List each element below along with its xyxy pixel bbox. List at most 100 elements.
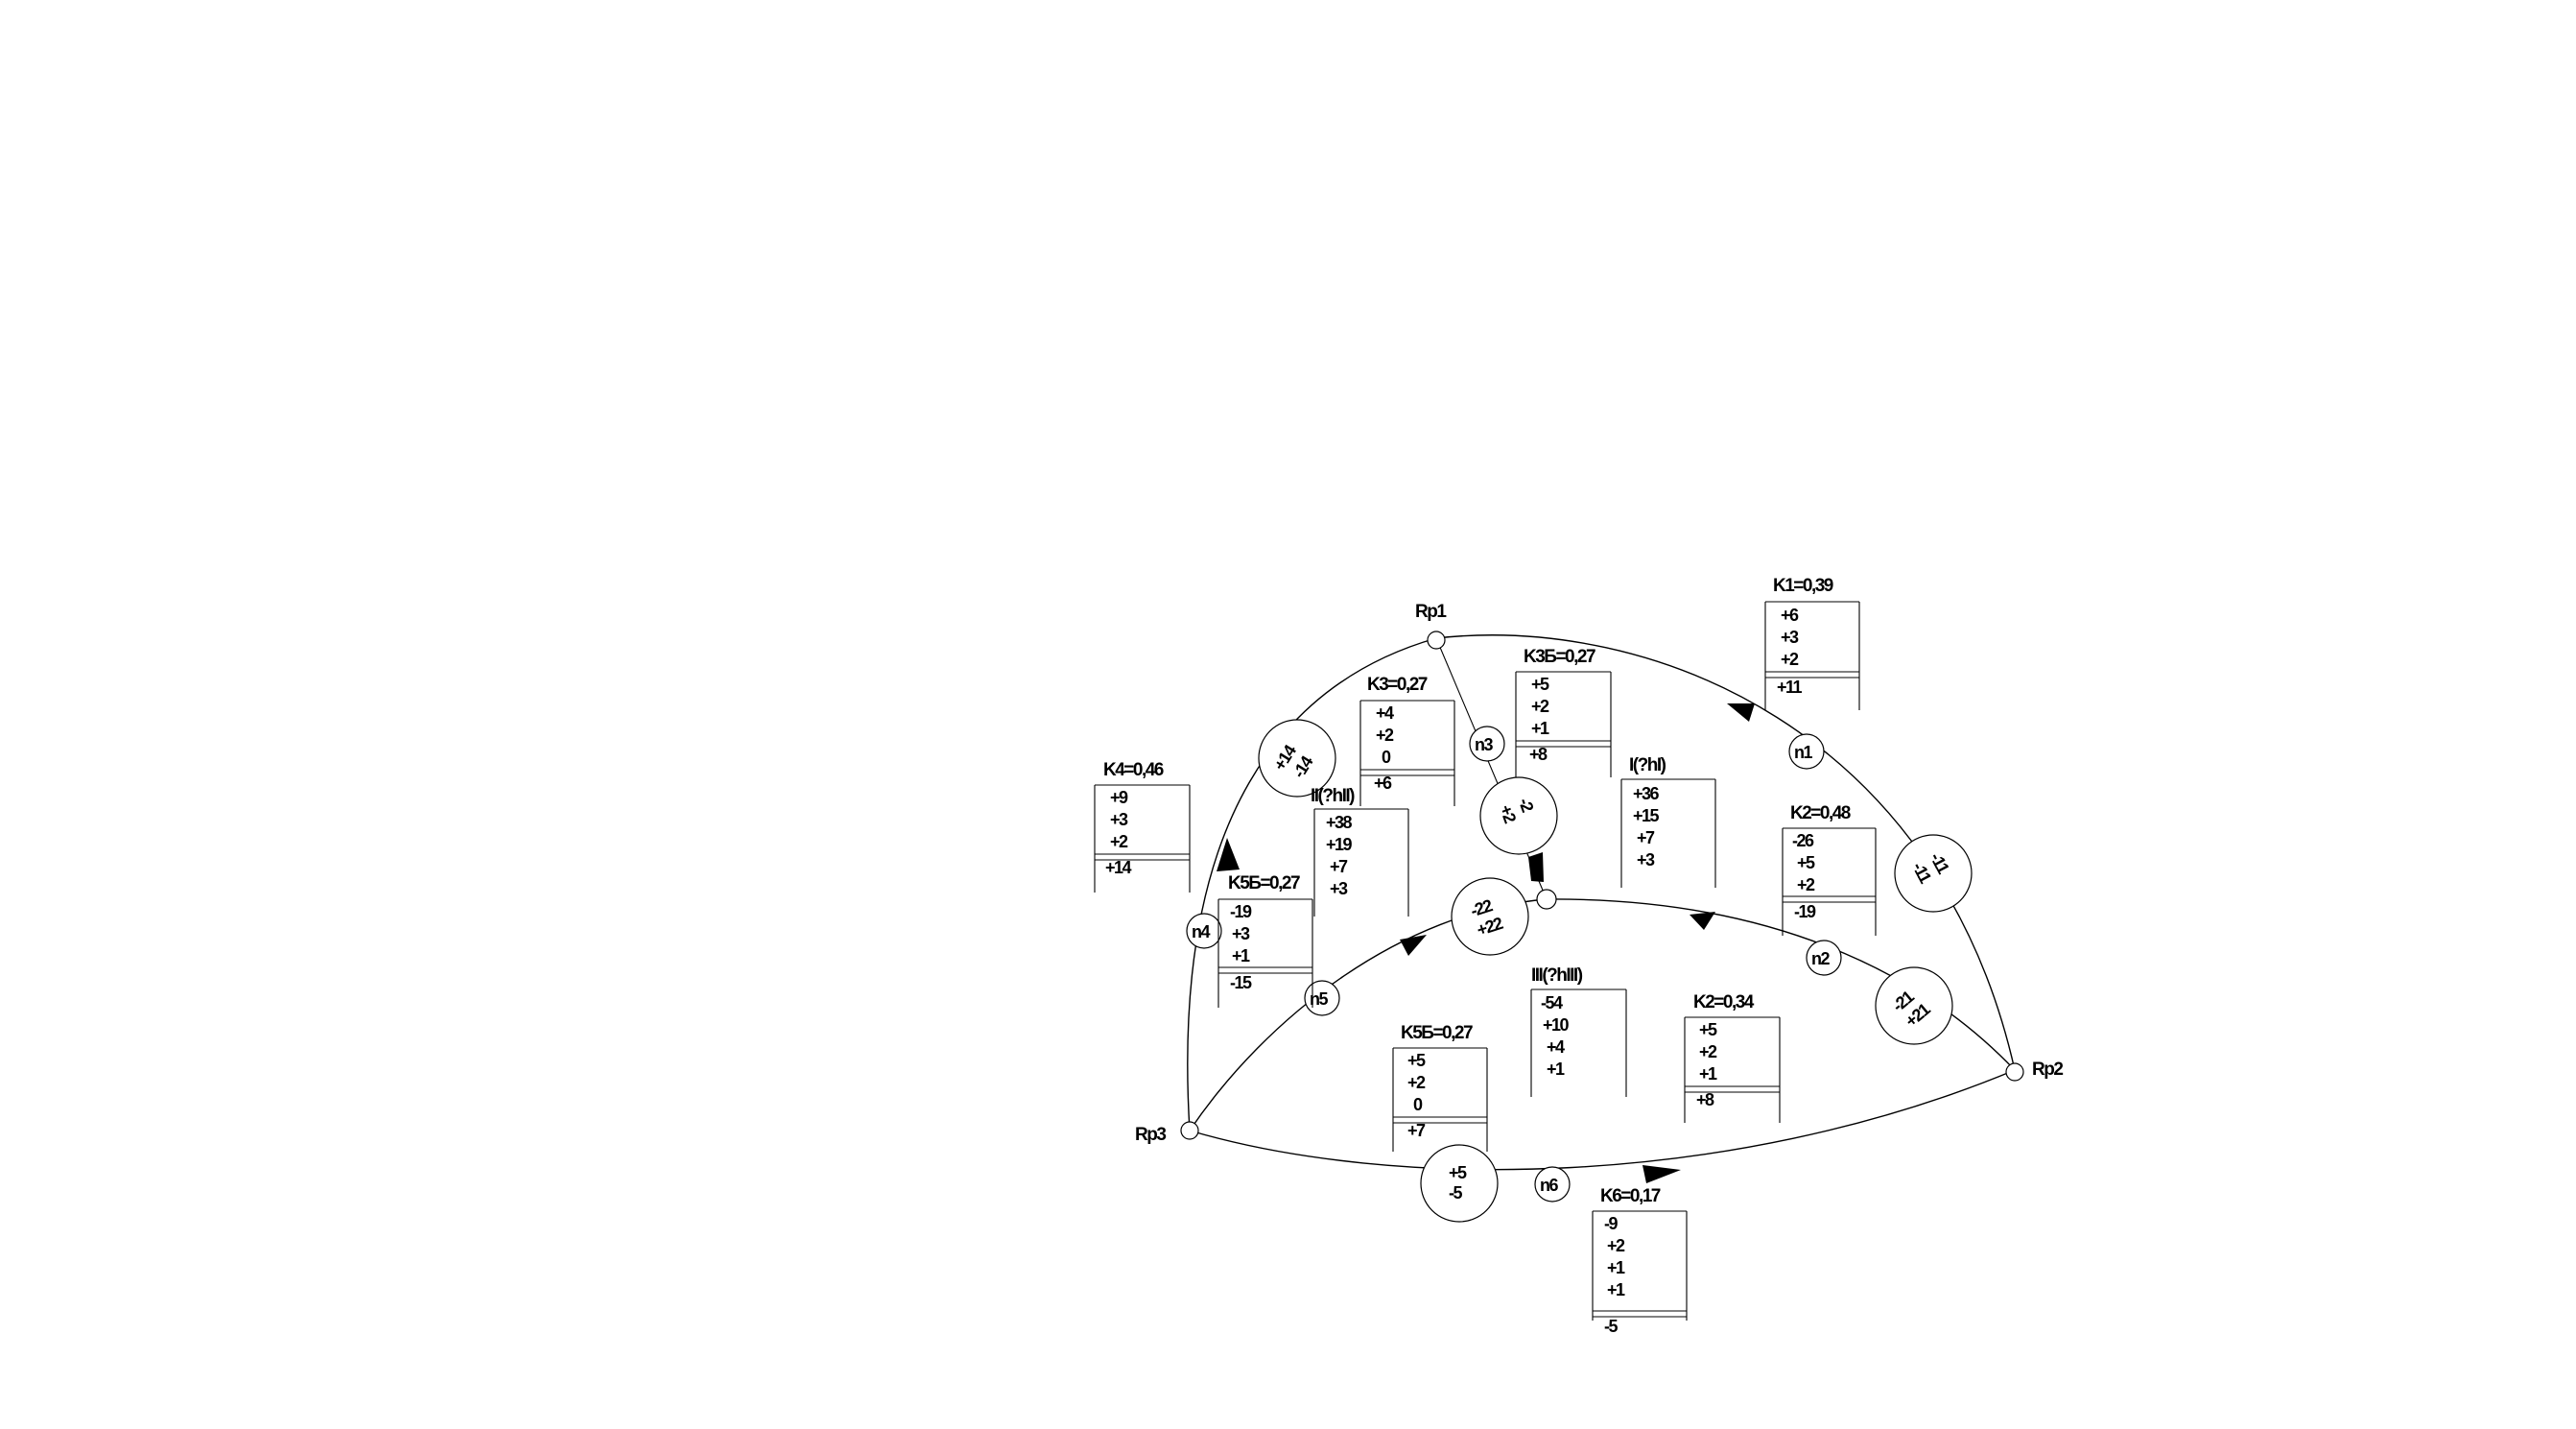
table-k2-lower: K2=0,34 +5 +2 +1 +8 xyxy=(1684,992,1781,1123)
svg-text:-19: -19 xyxy=(1794,902,1816,921)
svg-text:+8: +8 xyxy=(1529,745,1548,764)
svg-text:+5: +5 xyxy=(1449,1163,1467,1182)
svg-text:+7: +7 xyxy=(1637,828,1655,847)
svg-text:-5: -5 xyxy=(1604,1317,1618,1336)
svg-text:+1: +1 xyxy=(1547,1060,1565,1079)
svg-text:n2: n2 xyxy=(1811,949,1830,968)
svg-text:+1: +1 xyxy=(1607,1258,1625,1277)
table-k6: K6=0,17 -9 +2 +1 +1 -5 xyxy=(1592,1186,1688,1336)
svg-text:+1: +1 xyxy=(1232,946,1250,965)
loop-table-iii: III(?hIII) -54 +10 +4 +1 xyxy=(1530,965,1627,1097)
svg-text:+8: +8 xyxy=(1696,1090,1714,1109)
svg-text:-15: -15 xyxy=(1230,973,1252,992)
svg-text:+3: +3 xyxy=(1637,850,1655,869)
svg-text:K1=0,39: K1=0,39 xyxy=(1773,576,1833,596)
svg-text:+3: +3 xyxy=(1110,810,1128,829)
svg-text:n5: n5 xyxy=(1310,989,1328,1009)
rp1-point-icon xyxy=(1427,631,1446,650)
svg-text:+1: +1 xyxy=(1531,719,1549,738)
svg-text:I(?hI): I(?hI) xyxy=(1629,755,1666,775)
svg-text:II(?hII): II(?hII) xyxy=(1311,786,1355,806)
svg-text:+2: +2 xyxy=(1607,1236,1625,1255)
svg-text:+2: +2 xyxy=(1110,832,1128,851)
svg-text:+15: +15 xyxy=(1633,806,1660,825)
table-k2-upper: K2=0,48 -26 +5 +2 -19 xyxy=(1782,803,1877,936)
svg-text:+3: +3 xyxy=(1330,879,1348,898)
svg-text:-26: -26 xyxy=(1792,831,1814,850)
edge-value-n5-junction: -22 +22 xyxy=(1451,877,1529,956)
svg-text:-19: -19 xyxy=(1230,902,1252,921)
table-k5b-left: K5Б=0,27 -19 +3 +1 -15 xyxy=(1217,873,1313,1008)
svg-text:n4: n4 xyxy=(1192,922,1210,941)
edge-value-rp2-top: -11 -11 xyxy=(1894,834,1973,913)
svg-text:+5: +5 xyxy=(1531,675,1549,694)
edge-value-rp2-n2: -21 +21 xyxy=(1875,966,1953,1045)
svg-text:+1: +1 xyxy=(1699,1064,1717,1084)
loop-table-i: I(?hI) +36 +15 +7 +3 xyxy=(1620,755,1716,888)
edge-rp1-rp2 xyxy=(1435,634,2016,1071)
svg-text:0: 0 xyxy=(1382,748,1391,767)
svg-text:K6=0,17: K6=0,17 xyxy=(1600,1186,1661,1206)
svg-text:+4: +4 xyxy=(1547,1037,1565,1057)
edge-rp1-rp3 xyxy=(1187,637,1437,1131)
rp3-point-icon xyxy=(1180,1121,1199,1140)
svg-text:K2=0,48: K2=0,48 xyxy=(1790,803,1851,823)
arrow-head-n6 xyxy=(1642,1165,1681,1183)
svg-text:+14: +14 xyxy=(1105,858,1132,877)
rp1-label: Rp1 xyxy=(1415,602,1447,622)
svg-text:+9: +9 xyxy=(1110,788,1128,807)
arrow-head-n5 xyxy=(1400,935,1427,956)
svg-text:-5: -5 xyxy=(1449,1183,1462,1203)
rp3-label: Rp3 xyxy=(1135,1125,1166,1145)
svg-text:+5: +5 xyxy=(1699,1020,1717,1039)
svg-text:+1: +1 xyxy=(1607,1280,1625,1299)
svg-text:III(?hIII): III(?hIII) xyxy=(1531,965,1583,986)
svg-text:+2: +2 xyxy=(1531,697,1549,716)
arrow-head-n2 xyxy=(1690,912,1715,930)
svg-text:+2: +2 xyxy=(1407,1073,1426,1092)
arrow-head-n3 xyxy=(1528,852,1544,882)
arrow-head-n1 xyxy=(1727,703,1755,722)
svg-text:K3Б=0,27: K3Б=0,27 xyxy=(1524,647,1595,667)
edge-rp1-junction xyxy=(1435,637,1548,900)
edge-value-rp1-rp3: +14 -14 xyxy=(1258,719,1336,798)
node-n1: n1 xyxy=(1788,733,1825,770)
rp2-label: Rp2 xyxy=(2032,1060,2063,1080)
svg-text:+38: +38 xyxy=(1326,813,1353,832)
node-n2: n2 xyxy=(1806,940,1842,976)
table-k3b: K3Б=0,27 +5 +2 +1 +8 xyxy=(1515,647,1612,777)
edge-value-n3-junction: -2 +2 xyxy=(1479,776,1558,855)
svg-text:+2: +2 xyxy=(1376,726,1394,745)
edge-rp3-rp2 xyxy=(1189,1069,2016,1171)
svg-text:-9: -9 xyxy=(1604,1214,1618,1233)
node-n3: n3 xyxy=(1469,726,1505,762)
svg-text:+3: +3 xyxy=(1232,924,1250,943)
svg-text:n3: n3 xyxy=(1475,735,1493,754)
node-n5: n5 xyxy=(1304,980,1340,1016)
svg-text:0: 0 xyxy=(1413,1095,1423,1114)
svg-text:K3=0,27: K3=0,27 xyxy=(1367,675,1428,695)
svg-text:+36: +36 xyxy=(1633,784,1660,803)
svg-text:+6: +6 xyxy=(1374,774,1392,793)
svg-text:+5: +5 xyxy=(1407,1051,1426,1070)
table-k4: K4=0,46 +9 +3 +2 +14 xyxy=(1094,760,1191,893)
svg-text:+19: +19 xyxy=(1326,835,1353,854)
svg-text:+5: +5 xyxy=(1797,853,1815,872)
svg-text:K4=0,46: K4=0,46 xyxy=(1103,760,1164,780)
svg-text:+4: +4 xyxy=(1376,703,1394,723)
table-k1: K1=0,39 +6 +3 +2 +11 xyxy=(1764,576,1860,710)
svg-text:K2=0,34: K2=0,34 xyxy=(1693,992,1755,1012)
svg-text:+10: +10 xyxy=(1543,1015,1570,1035)
node-n4: n4 xyxy=(1186,913,1222,949)
svg-text:K5Б=0,27: K5Б=0,27 xyxy=(1228,873,1300,893)
svg-text:+7: +7 xyxy=(1407,1121,1426,1140)
svg-text:+2: +2 xyxy=(1699,1042,1717,1061)
svg-text:+2: +2 xyxy=(1781,650,1799,669)
rp2-point-icon xyxy=(2005,1062,2024,1082)
table-k5b-middle: K5Б=0,27 +5 +2 0 +7 xyxy=(1392,1023,1488,1152)
svg-text:n1: n1 xyxy=(1794,743,1812,762)
svg-text:n6: n6 xyxy=(1540,1176,1558,1195)
junction-point-icon xyxy=(1536,889,1557,910)
svg-text:+3: +3 xyxy=(1781,628,1799,647)
svg-text:+7: +7 xyxy=(1330,857,1348,876)
